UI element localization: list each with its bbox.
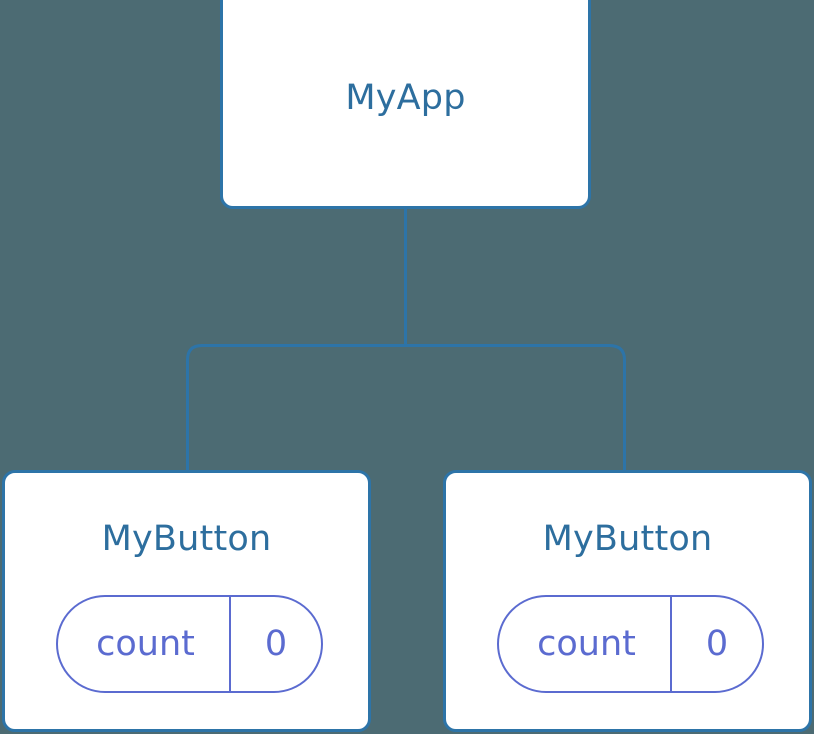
node-myapp[interactable]: MyApp [220, 0, 591, 209]
state-value: 0 [264, 623, 288, 664]
state-key: count [499, 597, 672, 691]
edge-child-bus [186, 344, 626, 472]
node-title: MyButton [101, 519, 272, 559]
state-value: 0 [705, 623, 729, 664]
node-title: MyButton [542, 519, 713, 559]
node-title: MyApp [345, 78, 466, 118]
node-mybutton-0[interactable]: MyButton count 0 [2, 470, 371, 732]
state-key: count [58, 597, 231, 691]
node-mybutton-1[interactable]: MyButton count 0 [443, 470, 812, 732]
state-pill-count[interactable]: count 0 [56, 595, 323, 693]
state-pill-count[interactable]: count 0 [497, 595, 764, 693]
